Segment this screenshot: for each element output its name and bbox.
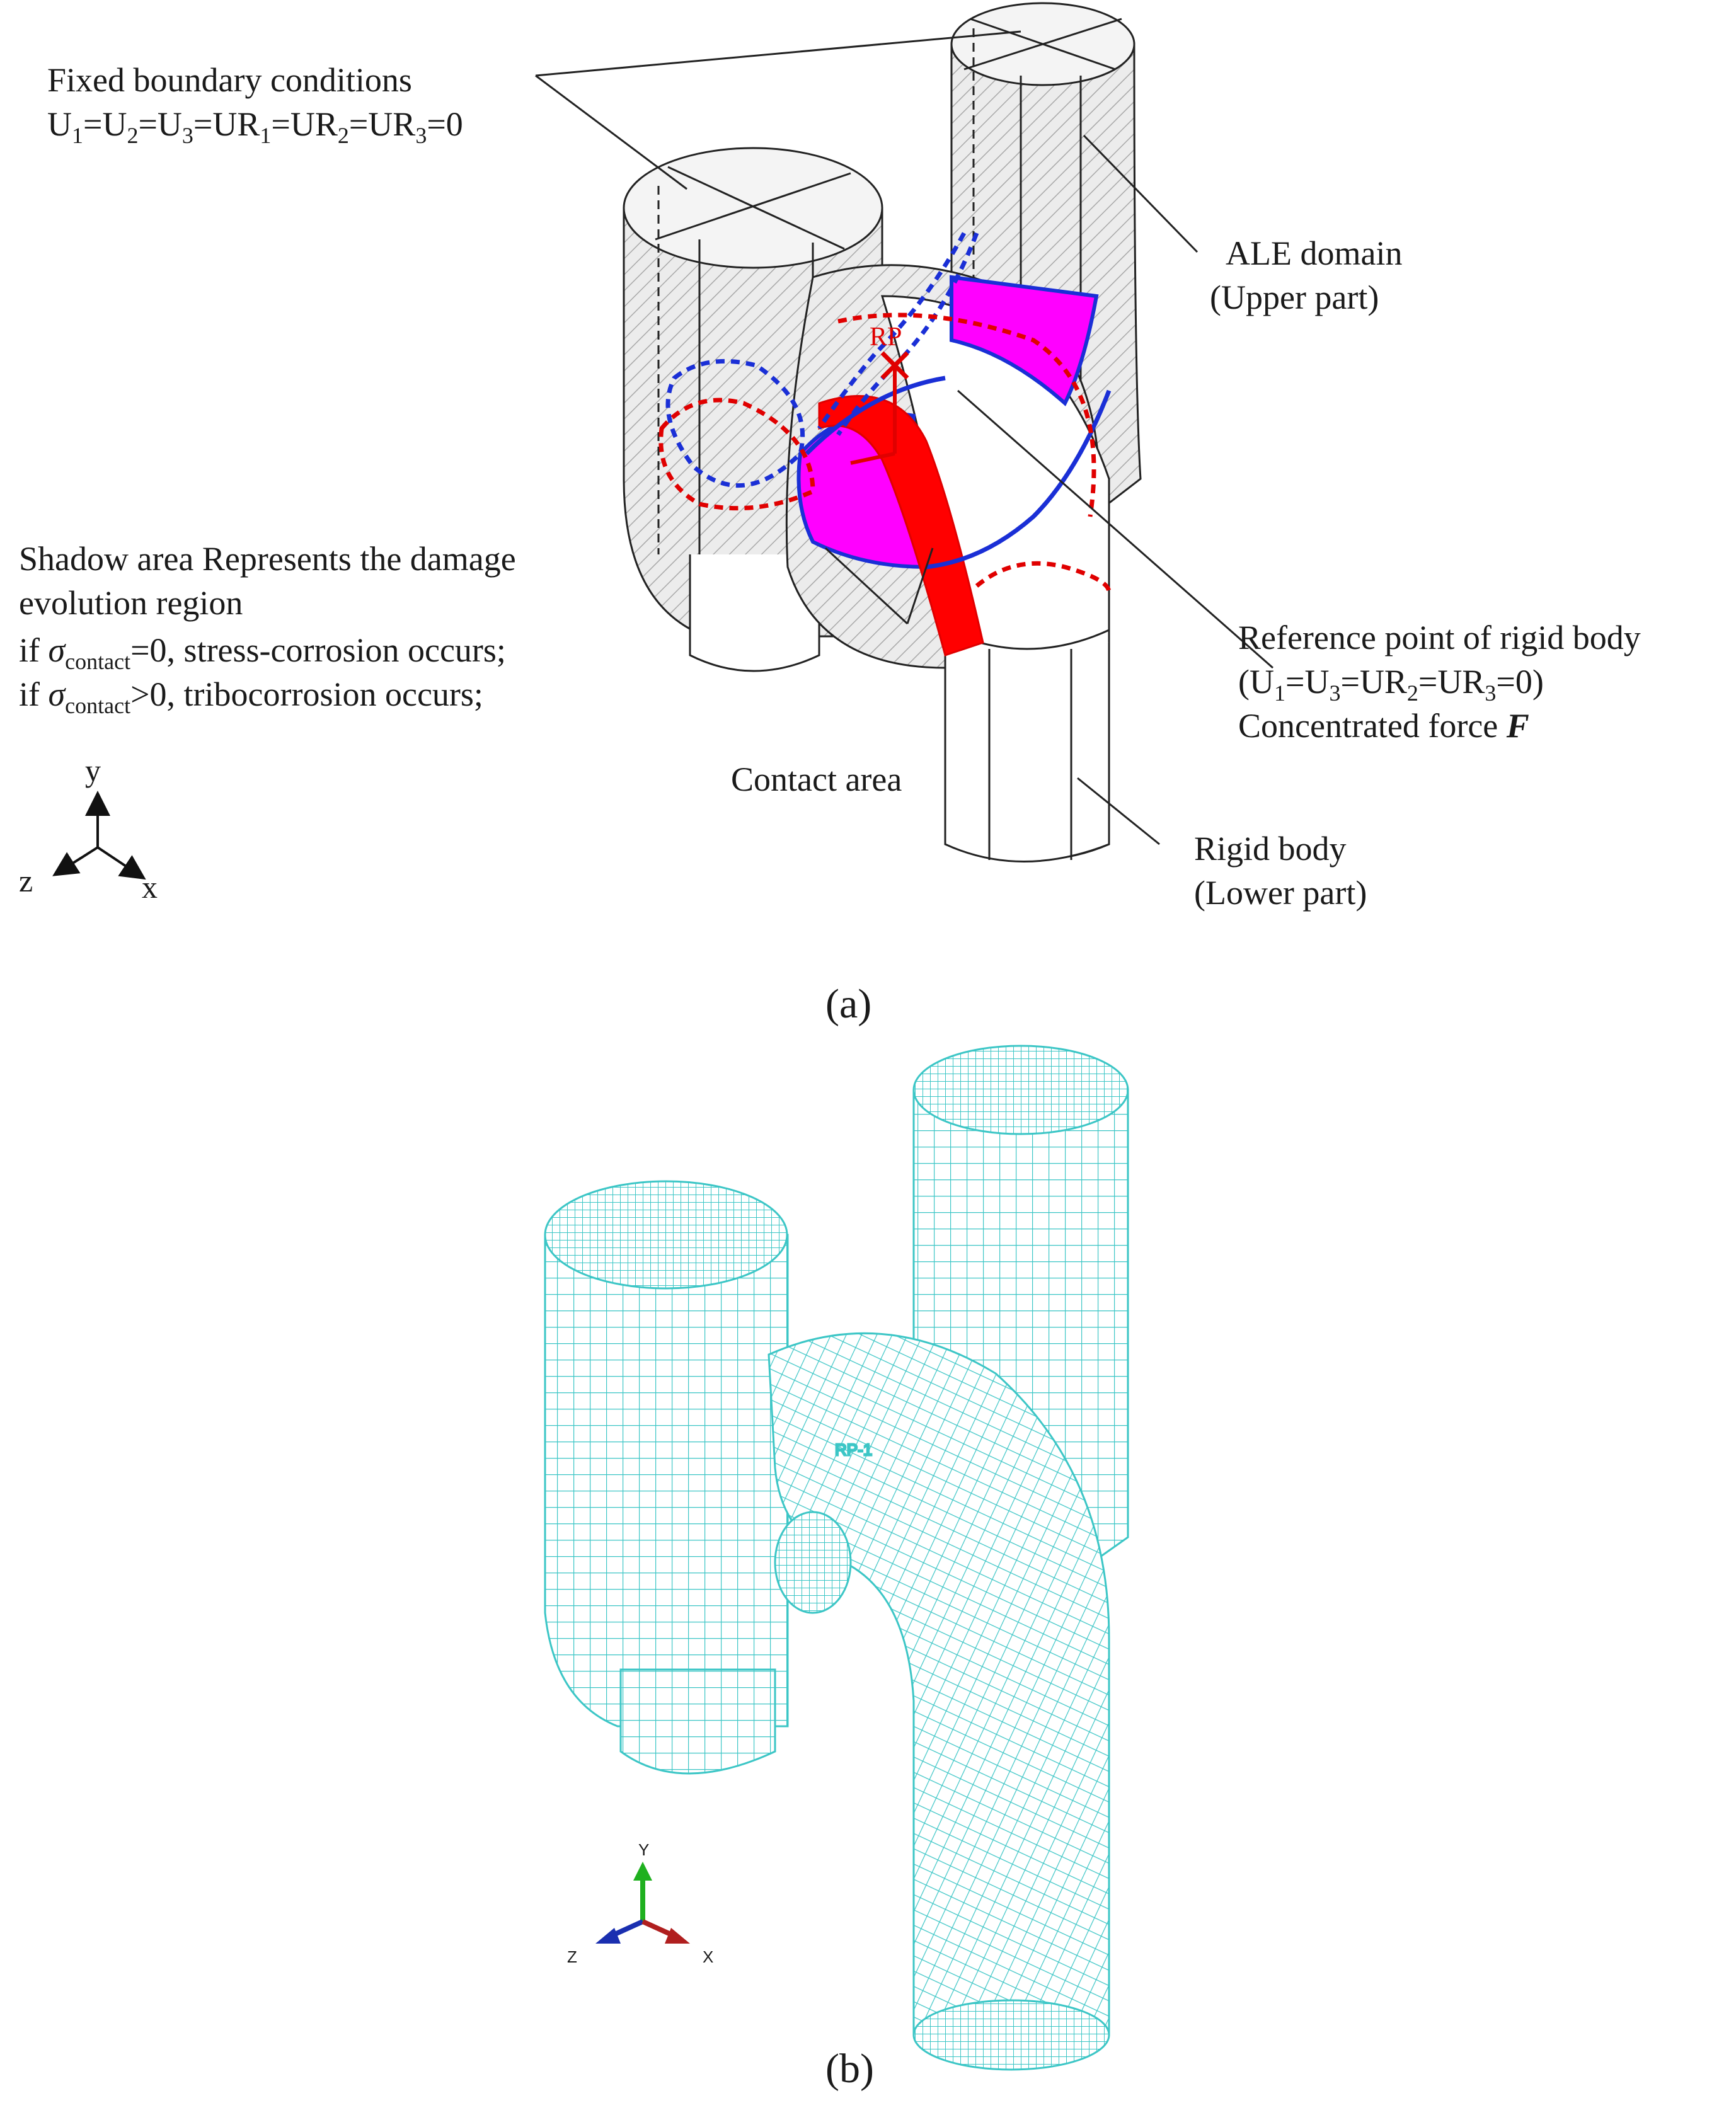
axis-b-z-label: Z: [567, 1947, 577, 1966]
label-reference-point: Reference point of rigid body (U1=U3=UR2…: [1238, 619, 1641, 745]
caption-a: (a): [825, 981, 871, 1027]
mesh-rp-label: RP-1: [835, 1440, 872, 1459]
panel-b-mesh-model: RP-1: [544, 1045, 1129, 2071]
panel-b-axes: Y Z X: [567, 1840, 713, 1966]
reference-line2: (U1=U3=UR2=UR3=0): [1238, 663, 1544, 706]
shadow-cond1: if σcontact=0, stress-corrosion occurs;: [19, 631, 506, 674]
shadow-line2: evolution region: [19, 584, 243, 622]
fixed-bc-title: Fixed boundary conditions: [47, 61, 412, 99]
ale-line2: (Upper part): [1210, 278, 1379, 316]
reference-point-marker: RP: [850, 323, 909, 465]
label-ale-domain: ALE domain (Upper part): [1210, 234, 1402, 316]
contact-area-upper: [950, 275, 1099, 406]
label-fixed-bc: Fixed boundary conditions U1=U2=U3=UR1=U…: [47, 61, 463, 148]
shadow-cond2: if σcontact>0, tribocorrosion occurs;: [19, 675, 483, 718]
rp-label: RP: [870, 323, 902, 352]
axis-a-x-label: x: [142, 869, 158, 905]
panel-a-leaders: [535, 30, 1273, 845]
label-shadow-area: Shadow area Represents the damage evolut…: [19, 540, 516, 718]
panel-a-model: RP: [623, 2, 1142, 862]
axis-a-z-label: z: [19, 863, 33, 898]
ale-contact-edge: [805, 375, 1112, 570]
axis-a-y-label: y: [85, 753, 101, 788]
axis-b-x-label: X: [703, 1947, 713, 1966]
label-contact-area: Contact area: [731, 760, 902, 798]
ale-dashed-curves: [665, 232, 979, 488]
axis-b-y-label: Y: [638, 1840, 649, 1859]
reference-line1: Reference point of rigid body: [1238, 619, 1641, 656]
rigid-line2: (Lower part): [1194, 874, 1367, 912]
reference-line3: Concentrated force F: [1238, 707, 1529, 745]
fixed-bc-equation: U1=U2=U3=UR1=UR2=UR3=0: [47, 105, 463, 148]
ale-line1: ALE domain: [1226, 234, 1402, 272]
panel-a-axes: y z x: [19, 753, 158, 905]
label-rigid-body: Rigid body (Lower part): [1194, 830, 1367, 912]
shadow-line1: Shadow area Represents the damage: [19, 540, 516, 578]
caption-b: (b): [825, 2046, 874, 2092]
rigid-dashed-curves: [658, 312, 1112, 593]
rigid-contact-band: [818, 395, 984, 656]
contact-area-text: Contact area: [731, 760, 902, 798]
rigid-line1: Rigid body: [1194, 830, 1347, 868]
rigid-lower-pipe: [880, 295, 1110, 862]
